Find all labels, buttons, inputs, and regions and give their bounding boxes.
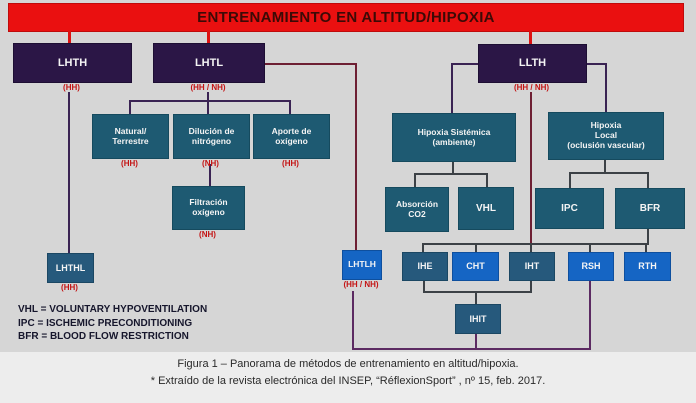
node-lhtl: LHTL — [153, 43, 265, 83]
connector-to-dilucion — [207, 100, 209, 114]
node-vhl: VHL — [458, 187, 514, 230]
legend: VHL = VOLUNTARY HYPOVENTILATION IPC = IS… — [18, 303, 207, 344]
connector-banner-llth — [529, 30, 532, 45]
node-llth: LLTH — [478, 44, 587, 83]
connector-llth-right-h — [585, 63, 607, 65]
node-absorcion-co2: Absorción CO2 — [385, 187, 449, 232]
connector-llth-bottom-bracket — [530, 92, 532, 245]
node-rth: RTH — [624, 252, 671, 281]
connector-to-natural — [129, 100, 131, 114]
node-lhth: LHTH — [13, 43, 132, 83]
connector-to-cht — [475, 243, 477, 252]
connector-lhtlh-down — [352, 291, 354, 350]
connector-lhtl-bracket — [129, 100, 291, 102]
connector-llth-left-h — [451, 63, 478, 65]
node-rsh: RSH — [568, 252, 614, 281]
connector-to-iht — [530, 243, 532, 252]
connector-local-bracket — [569, 172, 649, 174]
node-ipc: IPC — [535, 188, 604, 229]
annotation-lhth: (HH) — [63, 83, 80, 92]
caption-source: * Extraído de la revista electrónica del… — [150, 375, 546, 387]
connector-lhtl-stub — [207, 92, 209, 102]
connector-dilucion-filtracion — [209, 164, 211, 186]
connector-to-ihit — [475, 291, 477, 304]
connector-lhtl-right-h — [263, 63, 357, 65]
connector-to-ihe — [422, 243, 424, 252]
connector-to-absorcion — [414, 173, 416, 187]
legend-line-ipc: IPC = ISCHEMIC PRECONDITIONING — [18, 317, 193, 329]
connector-llth-local — [605, 63, 607, 112]
caption-title: Figura 1 – Panorama de métodos de entren… — [177, 358, 519, 370]
annotation-filtracion: (NH) — [199, 230, 216, 239]
node-lhthl: LHTHL — [47, 253, 94, 283]
connector-local-stub — [604, 158, 606, 173]
connector-banner-lhtl — [207, 30, 210, 44]
connector-banner-lhth — [68, 30, 71, 44]
connector-to-bfr — [647, 172, 649, 188]
connector-to-vhl — [486, 173, 488, 187]
connector-bfr-down — [647, 227, 649, 244]
title-banner: ENTRENAMIENTO EN ALTITUD/HIPOXIA — [8, 3, 684, 32]
node-aporte-oxigeno: Aporte de oxígeno — [253, 114, 330, 159]
node-filtracion-oxigeno: Filtración oxígeno — [172, 186, 245, 230]
connector-sistemica-bracket — [414, 173, 488, 175]
node-iht: IHT — [509, 252, 555, 281]
annotation-lhtl: (HH / NH) — [190, 83, 226, 92]
connector-iht-down — [530, 279, 532, 293]
connector-bottom-bracket — [422, 243, 649, 245]
annotation-natural: (HH) — [121, 159, 138, 168]
connector-ihit-down — [475, 332, 477, 350]
node-natural-terrestre: Natural/ Terrestre — [92, 114, 169, 159]
connector-lhth-lhthl — [68, 92, 70, 253]
node-lhtlh: LHTLH — [342, 250, 382, 280]
connector-to-ipc — [569, 172, 571, 188]
connector-to-rsh — [589, 243, 591, 252]
node-hipoxia-local: Hipoxia Local (oclusión vascular) — [548, 112, 664, 160]
connector-lhtl-lhtlh — [355, 63, 357, 250]
node-ihe: IHE — [402, 252, 448, 281]
node-dilucion-nitrogeno: Dilución de nitrógeno — [173, 114, 250, 159]
connector-rsh-down — [589, 279, 591, 350]
node-cht: CHT — [452, 252, 499, 281]
connector-bottom-path — [352, 348, 591, 350]
connector-to-aporte — [289, 100, 291, 114]
annotation-aporte: (HH) — [282, 159, 299, 168]
node-bfr: BFR — [615, 188, 685, 229]
annotation-lhthl: (HH) — [61, 283, 78, 292]
annotation-lhtlh: (HH / NH) — [343, 280, 379, 289]
connector-sistemica-stub — [452, 160, 454, 174]
node-hipoxia-sistemica: Hipoxia Sistémica (ambiente) — [392, 113, 516, 162]
node-ihit: IHIT — [455, 304, 501, 334]
connector-llth-sistemica — [451, 63, 453, 113]
annotation-dilucion: (NH) — [202, 159, 219, 168]
connector-ihe-down — [423, 279, 425, 293]
annotation-llth: (HH / NH) — [513, 83, 550, 92]
legend-line-vhl: VHL = VOLUNTARY HYPOVENTILATION — [18, 304, 208, 315]
caption-background — [0, 352, 696, 403]
connector-ihit-bracket — [423, 291, 532, 293]
legend-line-bfr: BFR = BLOOD FLOW RESTRICTION — [18, 331, 189, 342]
connector-to-rth — [645, 243, 647, 252]
